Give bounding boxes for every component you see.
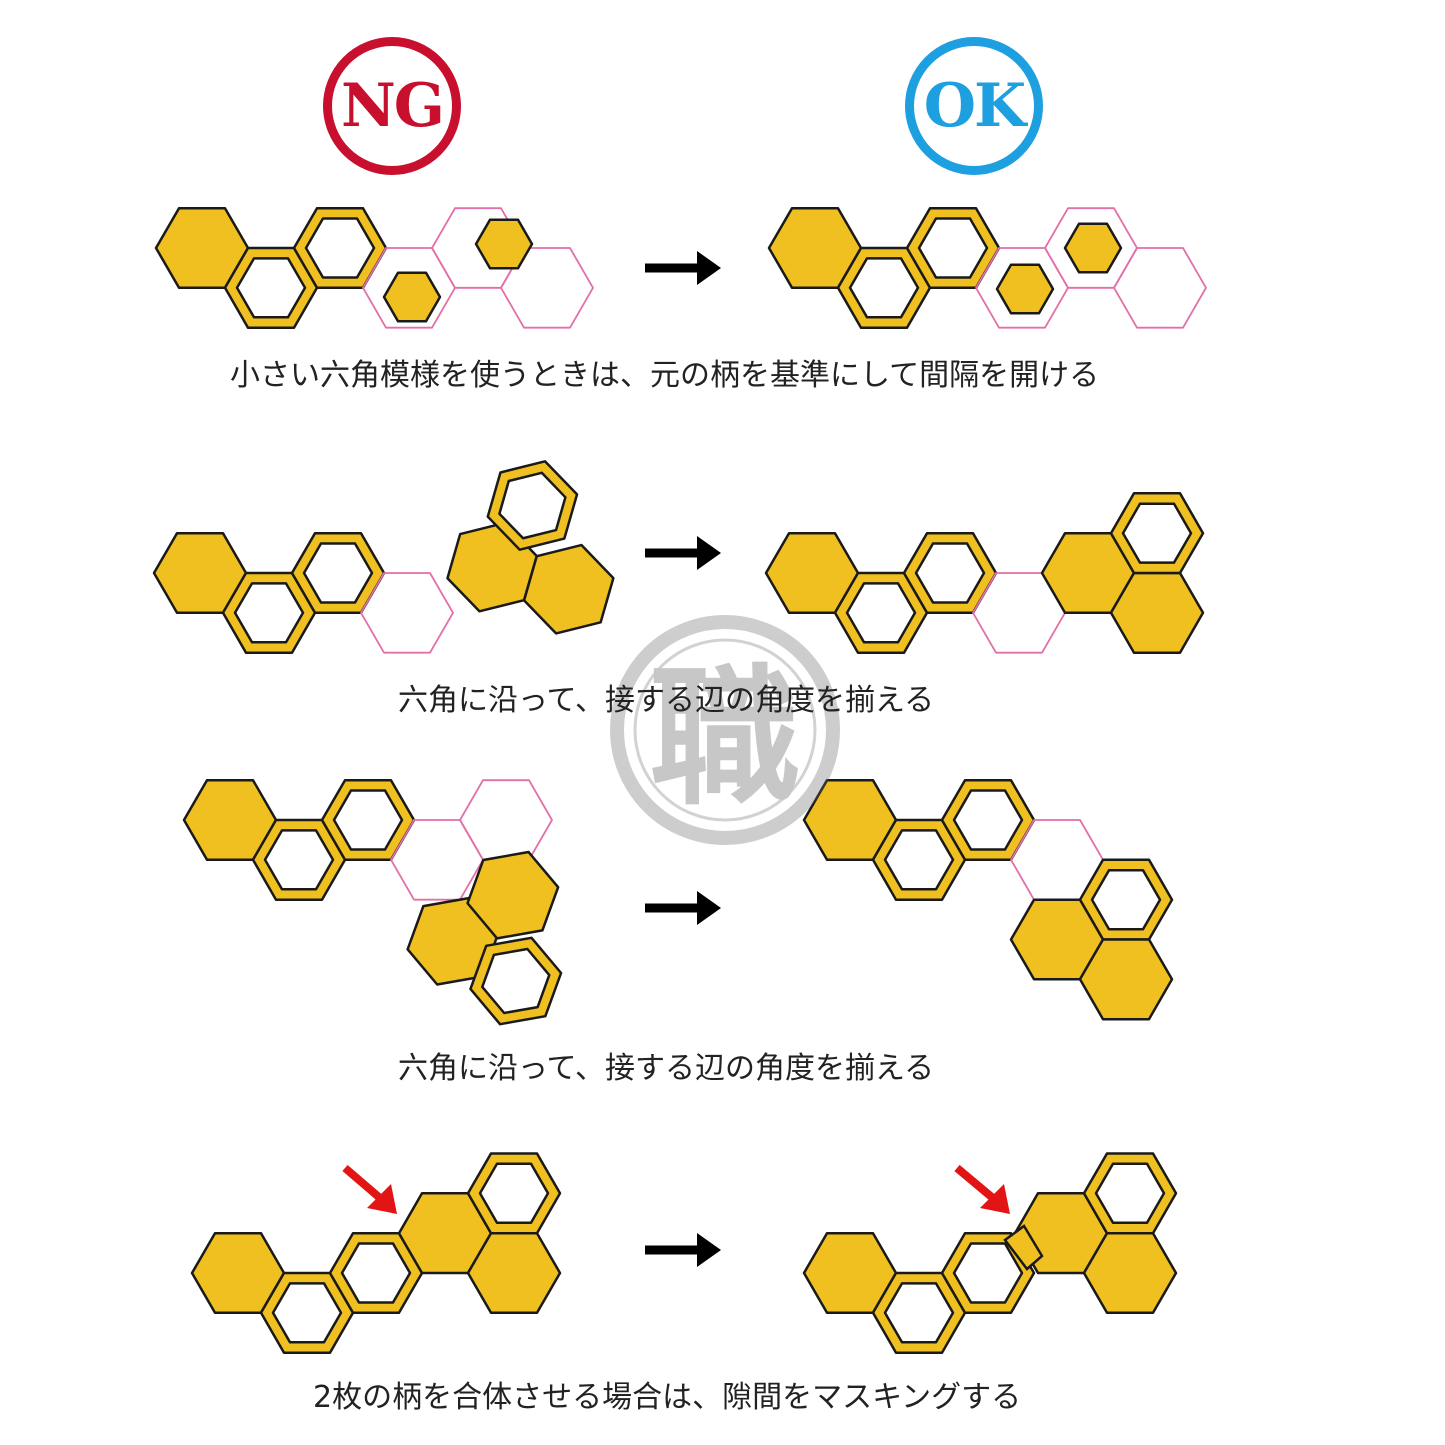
guide-hex (500, 247, 594, 329)
ring-hex-hole (302, 542, 374, 604)
ring-hex-hole (1121, 502, 1193, 564)
caption-mask-gap: 2枚の柄を合体させる場合は、隙間をマスキングする (313, 1380, 1022, 1415)
solid-hex (522, 543, 615, 635)
masking-gap-patch (1003, 1224, 1044, 1271)
solid-hex (995, 263, 1055, 315)
ring-hex-hole (263, 829, 335, 891)
ring-hex-hole (952, 789, 1024, 851)
rotated-cluster-ng (406, 850, 563, 1026)
ring-hex-hole (914, 542, 986, 604)
ring-hex-hole (233, 582, 305, 644)
solid-hex (382, 271, 442, 323)
ring-hex-hole (478, 1162, 550, 1225)
guide-hex (1113, 247, 1207, 329)
ring-hex-hole (845, 582, 917, 644)
ring-hex-hole (235, 257, 307, 319)
ring-hex-hole (1090, 868, 1162, 931)
caption-align-edges-2: 六角に沿って、接する辺の角度を揃える (398, 1051, 935, 1086)
ring-hex-hole (498, 471, 567, 540)
ring-hex-hole (917, 217, 989, 279)
red-pointer-arrowhead (367, 1184, 397, 1214)
ring-hex-hole (883, 1282, 955, 1344)
ring-hex-hole (304, 217, 376, 279)
transform-arrowhead (697, 536, 721, 570)
solid-hex (474, 218, 534, 270)
solid-hex (466, 850, 560, 940)
transform-arrowhead (697, 1233, 721, 1267)
ok-badge: OK (905, 37, 1043, 175)
red-pointer-arrowhead (980, 1184, 1010, 1214)
watermark-seal: 職 (610, 615, 840, 845)
ring-hex-hole (332, 789, 404, 851)
ring-hex-hole (1094, 1162, 1166, 1225)
guide-hex (360, 572, 454, 654)
transform-arrowhead (697, 891, 721, 925)
ng-badge: NG (323, 37, 461, 175)
ring-hex-hole (271, 1282, 343, 1344)
caption-small-hex-spacing: 小さい六角模様を使うときは、元の柄を基準にして間隔を開ける (230, 358, 1100, 393)
ring-hex-hole (848, 257, 920, 319)
ring-hex-hole (340, 1242, 412, 1304)
guide-hex (459, 779, 553, 861)
watermark-glyph: 職 (650, 650, 800, 826)
rotated-cluster-ng (446, 460, 615, 635)
solid-hex (1078, 938, 1174, 1021)
ring-hex-hole (883, 829, 955, 891)
solid-hex (1063, 222, 1123, 274)
caption-align-edges-1: 六角に沿って、接する辺の角度を揃える (398, 683, 935, 718)
ring-hex-hole (481, 947, 551, 1015)
ring-hex-hole (952, 1242, 1024, 1304)
transform-arrowhead (697, 251, 721, 285)
